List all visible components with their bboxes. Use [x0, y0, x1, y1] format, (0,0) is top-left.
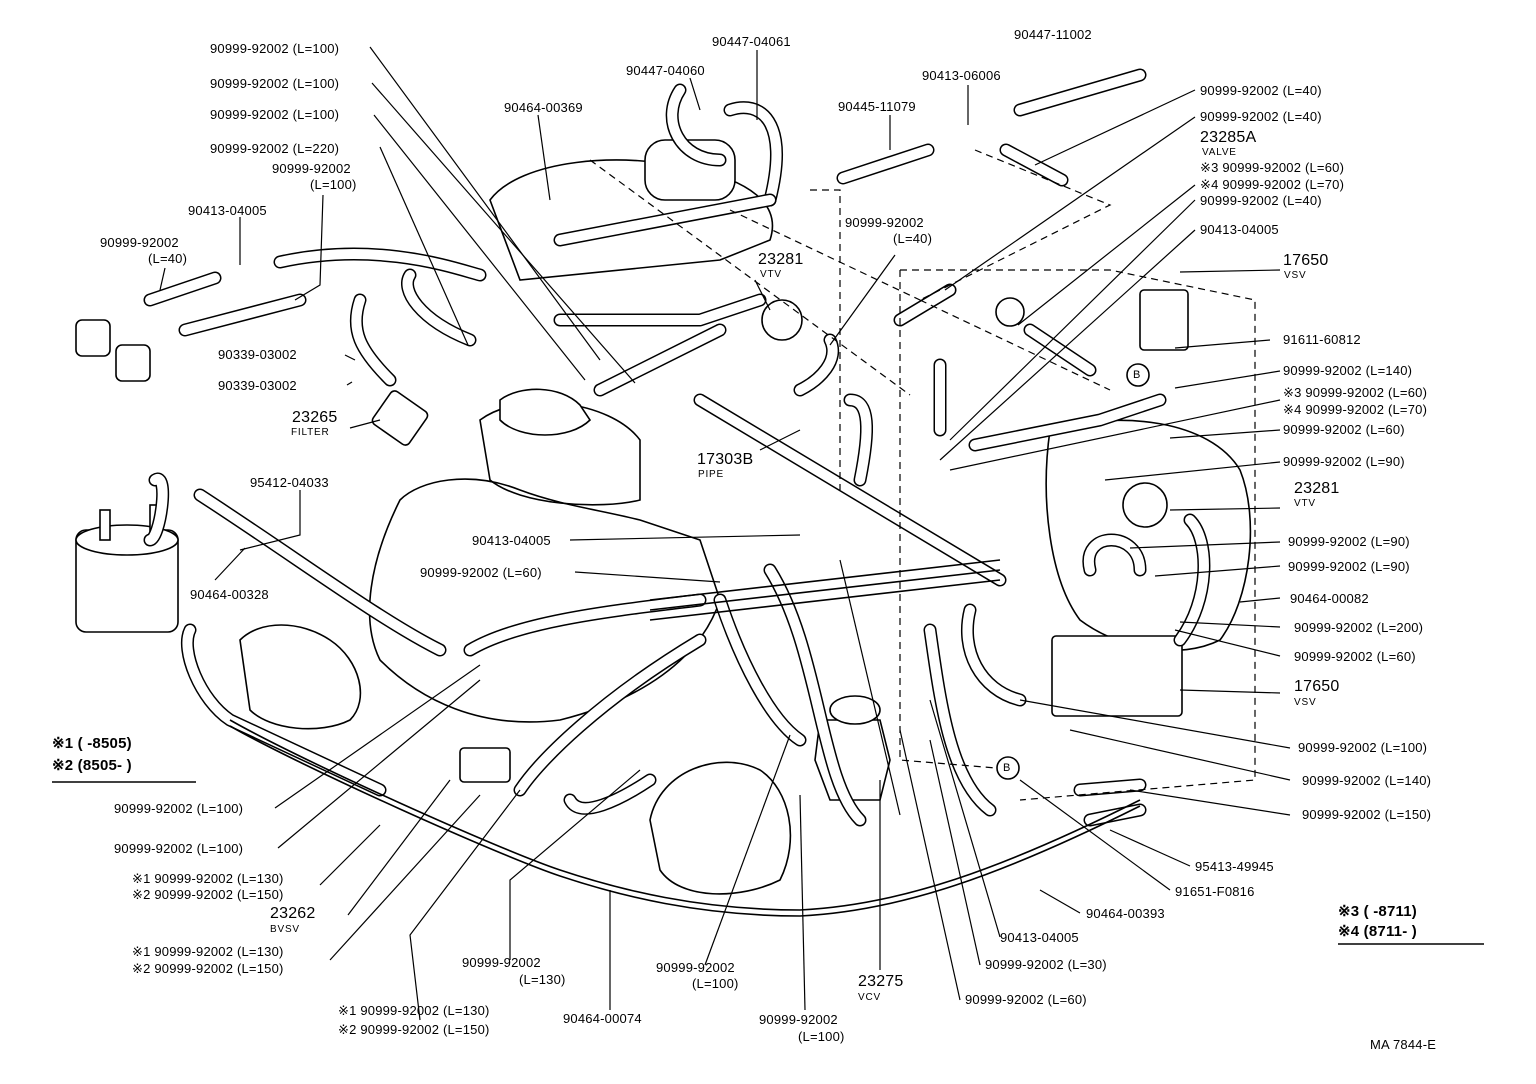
label: 90999-92002: [272, 161, 351, 176]
label: 90413-04005: [472, 533, 551, 548]
label: 90999-92002 (L=60): [1294, 649, 1416, 664]
label: ※4 90999-92002 (L=70): [1283, 402, 1428, 417]
label: 90999-92002 (L=90): [1288, 534, 1410, 549]
b-callouts: [996, 363, 1150, 780]
label: 95412-04033: [250, 475, 329, 490]
label: 90464-00369: [504, 100, 583, 115]
label: 23262: [270, 905, 316, 922]
label: 90464-00393: [1086, 906, 1165, 921]
label: 17650: [1283, 252, 1329, 269]
leader-lines: [159, 46, 1291, 1021]
b-callout-label: B: [1133, 369, 1141, 381]
label: 90999-92002 (L=220): [210, 141, 340, 156]
label: (L=40): [148, 251, 188, 266]
label: 90999-92002 (L=60): [1283, 422, 1405, 437]
label: 90413-06006: [922, 68, 1001, 83]
label: 90413-04005: [188, 203, 267, 218]
label: 90339-03002: [218, 378, 297, 393]
label: 90464-00082: [1290, 591, 1369, 606]
label: 90999-92002 (L=30): [985, 957, 1107, 972]
label: 90413-04005: [1000, 930, 1079, 945]
label: (L=40): [893, 231, 933, 246]
label: (L=100): [692, 976, 739, 991]
label: ※2 90999-92002 (L=150): [338, 1022, 490, 1037]
label: 90999-92002 (L=140): [1283, 363, 1413, 378]
label: BVSV: [270, 924, 300, 935]
label: 90999-92002 (L=40): [1200, 193, 1322, 208]
label: 90999-92002: [100, 235, 179, 250]
label: ※4 90999-92002 (L=70): [1200, 177, 1345, 192]
label: ※1 90999-92002 (L=130): [132, 871, 284, 886]
label: 90447-04060: [626, 63, 705, 78]
label: 17650: [1294, 678, 1340, 695]
label: 90999-92002 (L=40): [1200, 109, 1322, 124]
label: 90999-92002 (L=90): [1283, 454, 1405, 469]
label: ※1 90999-92002 (L=130): [338, 1003, 490, 1018]
label: (L=130): [519, 972, 566, 987]
legend-left-row2: ※2 (8505- ): [52, 757, 132, 774]
label: 17303B: [697, 451, 754, 468]
label: VALVE: [1202, 147, 1237, 158]
label: 90999-92002 (L=100): [1298, 740, 1428, 755]
label: 23285A: [1200, 129, 1257, 146]
label: FILTER: [291, 427, 330, 438]
legend-left-row1: ※1 ( -8505): [52, 735, 132, 752]
label: (L=100): [310, 177, 357, 192]
label: 90999-92002 (L=100): [210, 76, 340, 91]
label: 23281: [1294, 480, 1340, 497]
label: 90999-92002 (L=40): [1200, 83, 1322, 98]
label: ※2 90999-92002 (L=150): [132, 887, 284, 902]
label: 90999-92002 (L=100): [210, 41, 340, 56]
label: 90445-11079: [838, 99, 916, 114]
dashed-guides: [589, 149, 1256, 801]
label: ※1 90999-92002 (L=130): [132, 944, 284, 959]
label: 23281: [758, 251, 804, 268]
label: VCV: [858, 992, 881, 1003]
b-callout-label: B: [1003, 762, 1011, 774]
label: 90999-92002 (L=200): [1294, 620, 1424, 635]
label: 90339-03002: [218, 347, 297, 362]
label: 90999-92002: [845, 215, 924, 230]
label: 95413-49945: [1195, 859, 1274, 874]
label: 90999-92002 (L=150): [1302, 807, 1432, 822]
label: VSV: [1294, 697, 1317, 708]
label: 90999-92002 (L=100): [114, 801, 244, 816]
label: 91611-60812: [1283, 332, 1361, 347]
label: ※2 90999-92002 (L=150): [132, 961, 284, 976]
label: 90999-92002 (L=60): [965, 992, 1087, 1007]
long-lines: [229, 559, 1141, 917]
label: 91651-F0816: [1175, 884, 1255, 899]
label: 90447-04061: [712, 34, 791, 49]
label: 90999-92002 (L=60): [420, 565, 542, 580]
label: 90464-00074: [563, 1011, 642, 1026]
label: 90999-92002: [462, 955, 541, 970]
legend-right-row2: ※4 (8711- ): [1338, 923, 1417, 940]
label: VTV: [760, 269, 782, 280]
label: 90999-92002: [656, 960, 735, 975]
valves: [75, 139, 1189, 801]
hoses: [143, 68, 1211, 827]
label: 90999-92002 (L=100): [114, 841, 244, 856]
label: 90999-92002 (L=90): [1288, 559, 1410, 574]
label: 90447-11002: [1014, 27, 1092, 42]
label: ※3 90999-92002 (L=60): [1283, 385, 1428, 400]
label: 90999-92002 (L=140): [1302, 773, 1432, 788]
diagram-code: MA 7844-E: [1370, 1037, 1437, 1052]
label: 90413-04005: [1200, 222, 1279, 237]
label: 90999-92002: [759, 1012, 838, 1027]
label: PIPE: [698, 469, 724, 480]
label: 23265: [292, 409, 338, 426]
label: 23275: [858, 973, 904, 990]
label: 90999-92002 (L=100): [210, 107, 340, 122]
label: (L=100): [798, 1029, 845, 1044]
label: VTV: [1294, 498, 1316, 509]
label: ※3 90999-92002 (L=60): [1200, 160, 1345, 175]
label: VSV: [1284, 270, 1307, 281]
legend-right-row1: ※3 ( -8711): [1338, 903, 1417, 920]
label: 90464-00328: [190, 587, 269, 602]
